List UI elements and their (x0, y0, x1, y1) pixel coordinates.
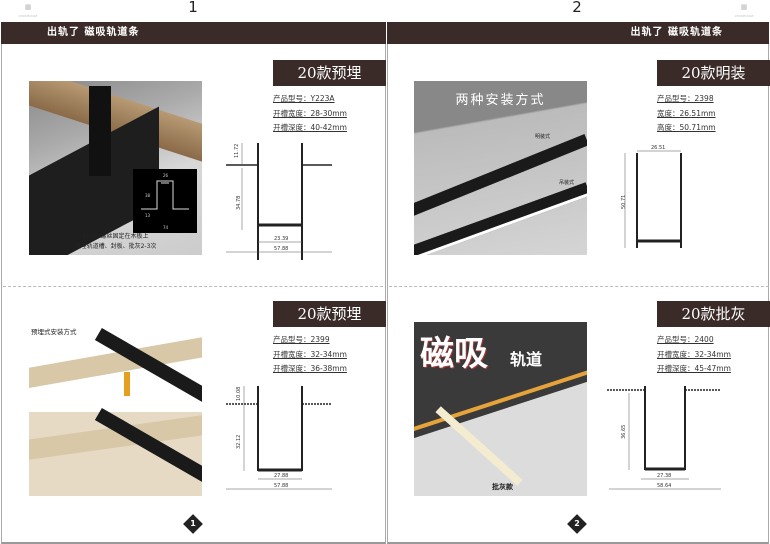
product-image: 预埋式安装方式 (29, 322, 202, 496)
profile-drawing: 10.08 32.12 27.88 57.88 (226, 386, 332, 490)
image-caption: 轨道拧螺丝固定在木板上 (82, 233, 149, 240)
image-caption: 批灰款 (492, 483, 513, 491)
product-image: 磁吸 轨道 批灰款 (414, 322, 587, 496)
spec-height: 高度：50.71mm (657, 123, 716, 132)
panel-title: 20款预埋 (273, 60, 386, 86)
panel-title: 20款预埋 (273, 301, 386, 327)
image-label: 明装式 (535, 134, 551, 140)
spec-depth: 开槽深度：36-38mm (273, 364, 347, 373)
svg-text:34.78: 34.78 (236, 196, 242, 210)
header-title: 出轨了 磁吸轨道条 (630, 27, 723, 38)
spec-list: 产品型号：Y223A 开槽宽度：28-30mm 开槽深度：40-42mm (273, 92, 347, 136)
spec-list: 产品型号：2400 开槽宽度：32-34mm 开槽深度：45-47mm (657, 333, 731, 377)
svg-text:38: 38 (145, 193, 151, 198)
header-left: 出轨了 磁吸轨道条 (1, 22, 386, 44)
image-subheading: 轨道 (510, 350, 543, 369)
svg-text:26.51: 26.51 (651, 145, 665, 151)
header-title: 出轨了 磁吸轨道条 (47, 27, 140, 38)
image-caption: 预埋式安装方式 (31, 328, 77, 336)
logo: ▦CHUSHUOLE (18, 3, 38, 18)
profile-drawing: 11.72 34.78 23.39 57.88 (226, 143, 332, 260)
spec-width: 宽度：26.51mm (657, 108, 716, 118)
svg-text:11.72: 11.72 (234, 144, 240, 158)
logo: ▦CHUSHUOLE (734, 3, 754, 18)
spec-depth: 开槽深度：45-47mm (657, 364, 731, 373)
svg-text:32.12: 32.12 (236, 435, 242, 449)
image-label: 吊装式 (559, 180, 575, 186)
profile-drawing: 36.65 27.38 58.64 (607, 386, 721, 490)
product-image: 26 38 13 74 轨道拧螺丝固定在木板上 预埋轨道槽、封板、批灰2-3次 (29, 81, 202, 255)
page-number-1: 1 (188, 0, 198, 16)
divider (389, 286, 769, 287)
svg-text:27.88: 27.88 (274, 473, 288, 479)
spec-model: 产品型号：2399 (273, 335, 330, 344)
spec-model: 产品型号：2400 (657, 335, 714, 344)
svg-text:27.38: 27.38 (657, 473, 671, 479)
profile-drawing: 26.51 50.71 (621, 145, 682, 248)
svg-text:23.39: 23.39 (274, 236, 288, 242)
svg-text:58.64: 58.64 (657, 483, 671, 489)
spec-depth: 开槽深度：40-42mm (273, 123, 347, 132)
page-number-2: 2 (572, 0, 582, 16)
divider (3, 286, 383, 287)
panel-title: 20款批灰 (657, 301, 770, 327)
svg-text:74: 74 (163, 225, 169, 230)
spec-list: 产品型号：2399 开槽宽度：32-34mm 开槽深度：36-38mm (273, 333, 347, 377)
svg-text:57.88: 57.88 (274, 246, 288, 252)
inset-drawing: 26 38 13 74 (133, 169, 197, 233)
image-heading: 磁吸 (420, 334, 488, 374)
svg-text:13: 13 (145, 213, 151, 218)
spec-model: 产品型号：2398 (657, 94, 714, 103)
svg-text:57.88: 57.88 (274, 483, 288, 489)
spec-width: 开槽宽度：32-34mm (273, 349, 347, 359)
svg-text:26: 26 (163, 173, 169, 178)
spec-width: 开槽宽度：28-30mm (273, 108, 347, 118)
svg-text:10.08: 10.08 (236, 387, 242, 401)
page-badge-number: 1 (190, 519, 196, 528)
svg-text:36.65: 36.65 (621, 425, 627, 439)
image-heading: 两种安装方式 (455, 93, 546, 108)
image-caption: 预埋轨道槽、封板、批灰2-3次 (74, 243, 157, 250)
panel-title: 20款明装 (657, 60, 770, 86)
svg-text:50.71: 50.71 (621, 195, 627, 209)
spec-model: 产品型号：Y223A (273, 94, 335, 103)
product-image: 两种安装方式 明装式 吊装式 (414, 81, 587, 255)
spec-width: 开槽宽度：32-34mm (657, 349, 731, 359)
header-right: 出轨了 磁吸轨道条 (387, 22, 769, 44)
page-badge-number: 2 (574, 519, 580, 528)
spec-list: 产品型号：2398 宽度：26.51mm 高度：50.71mm (657, 92, 716, 136)
